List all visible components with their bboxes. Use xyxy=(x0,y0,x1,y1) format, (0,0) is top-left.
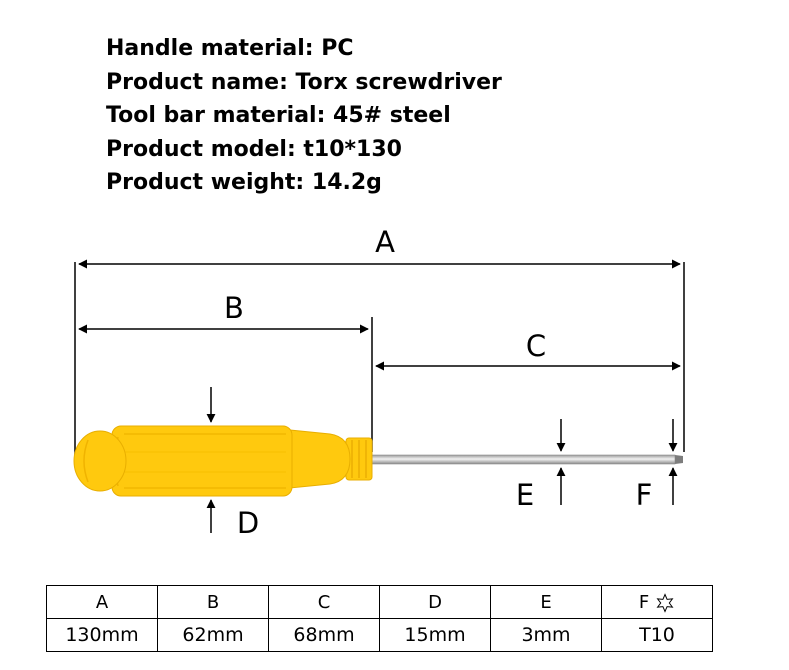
header-c: C xyxy=(268,585,380,619)
dimension-label-f: F xyxy=(636,478,653,512)
spec-product-weight: Product weight: 14.2g xyxy=(106,170,382,195)
dimension-label-b: B xyxy=(224,291,244,325)
header-e: E xyxy=(490,585,602,619)
value-b: 62mm xyxy=(157,618,269,652)
value-d: 15mm xyxy=(379,618,491,652)
header-f-label: F xyxy=(638,591,650,613)
value-e: 3mm xyxy=(490,618,602,652)
header-f: F xyxy=(601,585,713,619)
dimensions-value-row: 130mm 62mm 68mm 15mm 3mm T10 xyxy=(46,618,713,652)
header-a: A xyxy=(46,585,158,619)
dimensions-header-row: A B C D E F xyxy=(46,585,713,619)
spec-handle-material: Handle material: PC xyxy=(106,36,354,61)
screwdriver-dimension-diagram: A B C D E F xyxy=(73,225,685,540)
dimension-label-e: E xyxy=(516,478,534,512)
header-d: D xyxy=(379,585,491,619)
header-b: B xyxy=(157,585,269,619)
screwdriver-shaft xyxy=(367,454,683,465)
spec-tool-bar-material: Tool bar material: 45# steel xyxy=(106,103,451,128)
dimension-label-a: A xyxy=(375,225,395,259)
torx-star-icon xyxy=(656,592,674,613)
dimension-label-d: D xyxy=(237,506,259,540)
value-f: T10 xyxy=(601,618,713,652)
spec-product-name: Product name: Torx screwdriver xyxy=(106,69,502,95)
spec-product-model: Product model: t10*130 xyxy=(106,136,402,162)
spec-list: Handle material: PC Product name: Torx s… xyxy=(106,32,502,200)
dimensions-table: A B C D E F 130mm 62mm 68mm 15mm 3mm T10 xyxy=(46,585,713,652)
value-a: 130mm xyxy=(46,618,158,652)
dimension-label-c: C xyxy=(526,329,546,363)
value-c: 68mm xyxy=(268,618,380,652)
screwdriver-handle xyxy=(73,425,373,497)
